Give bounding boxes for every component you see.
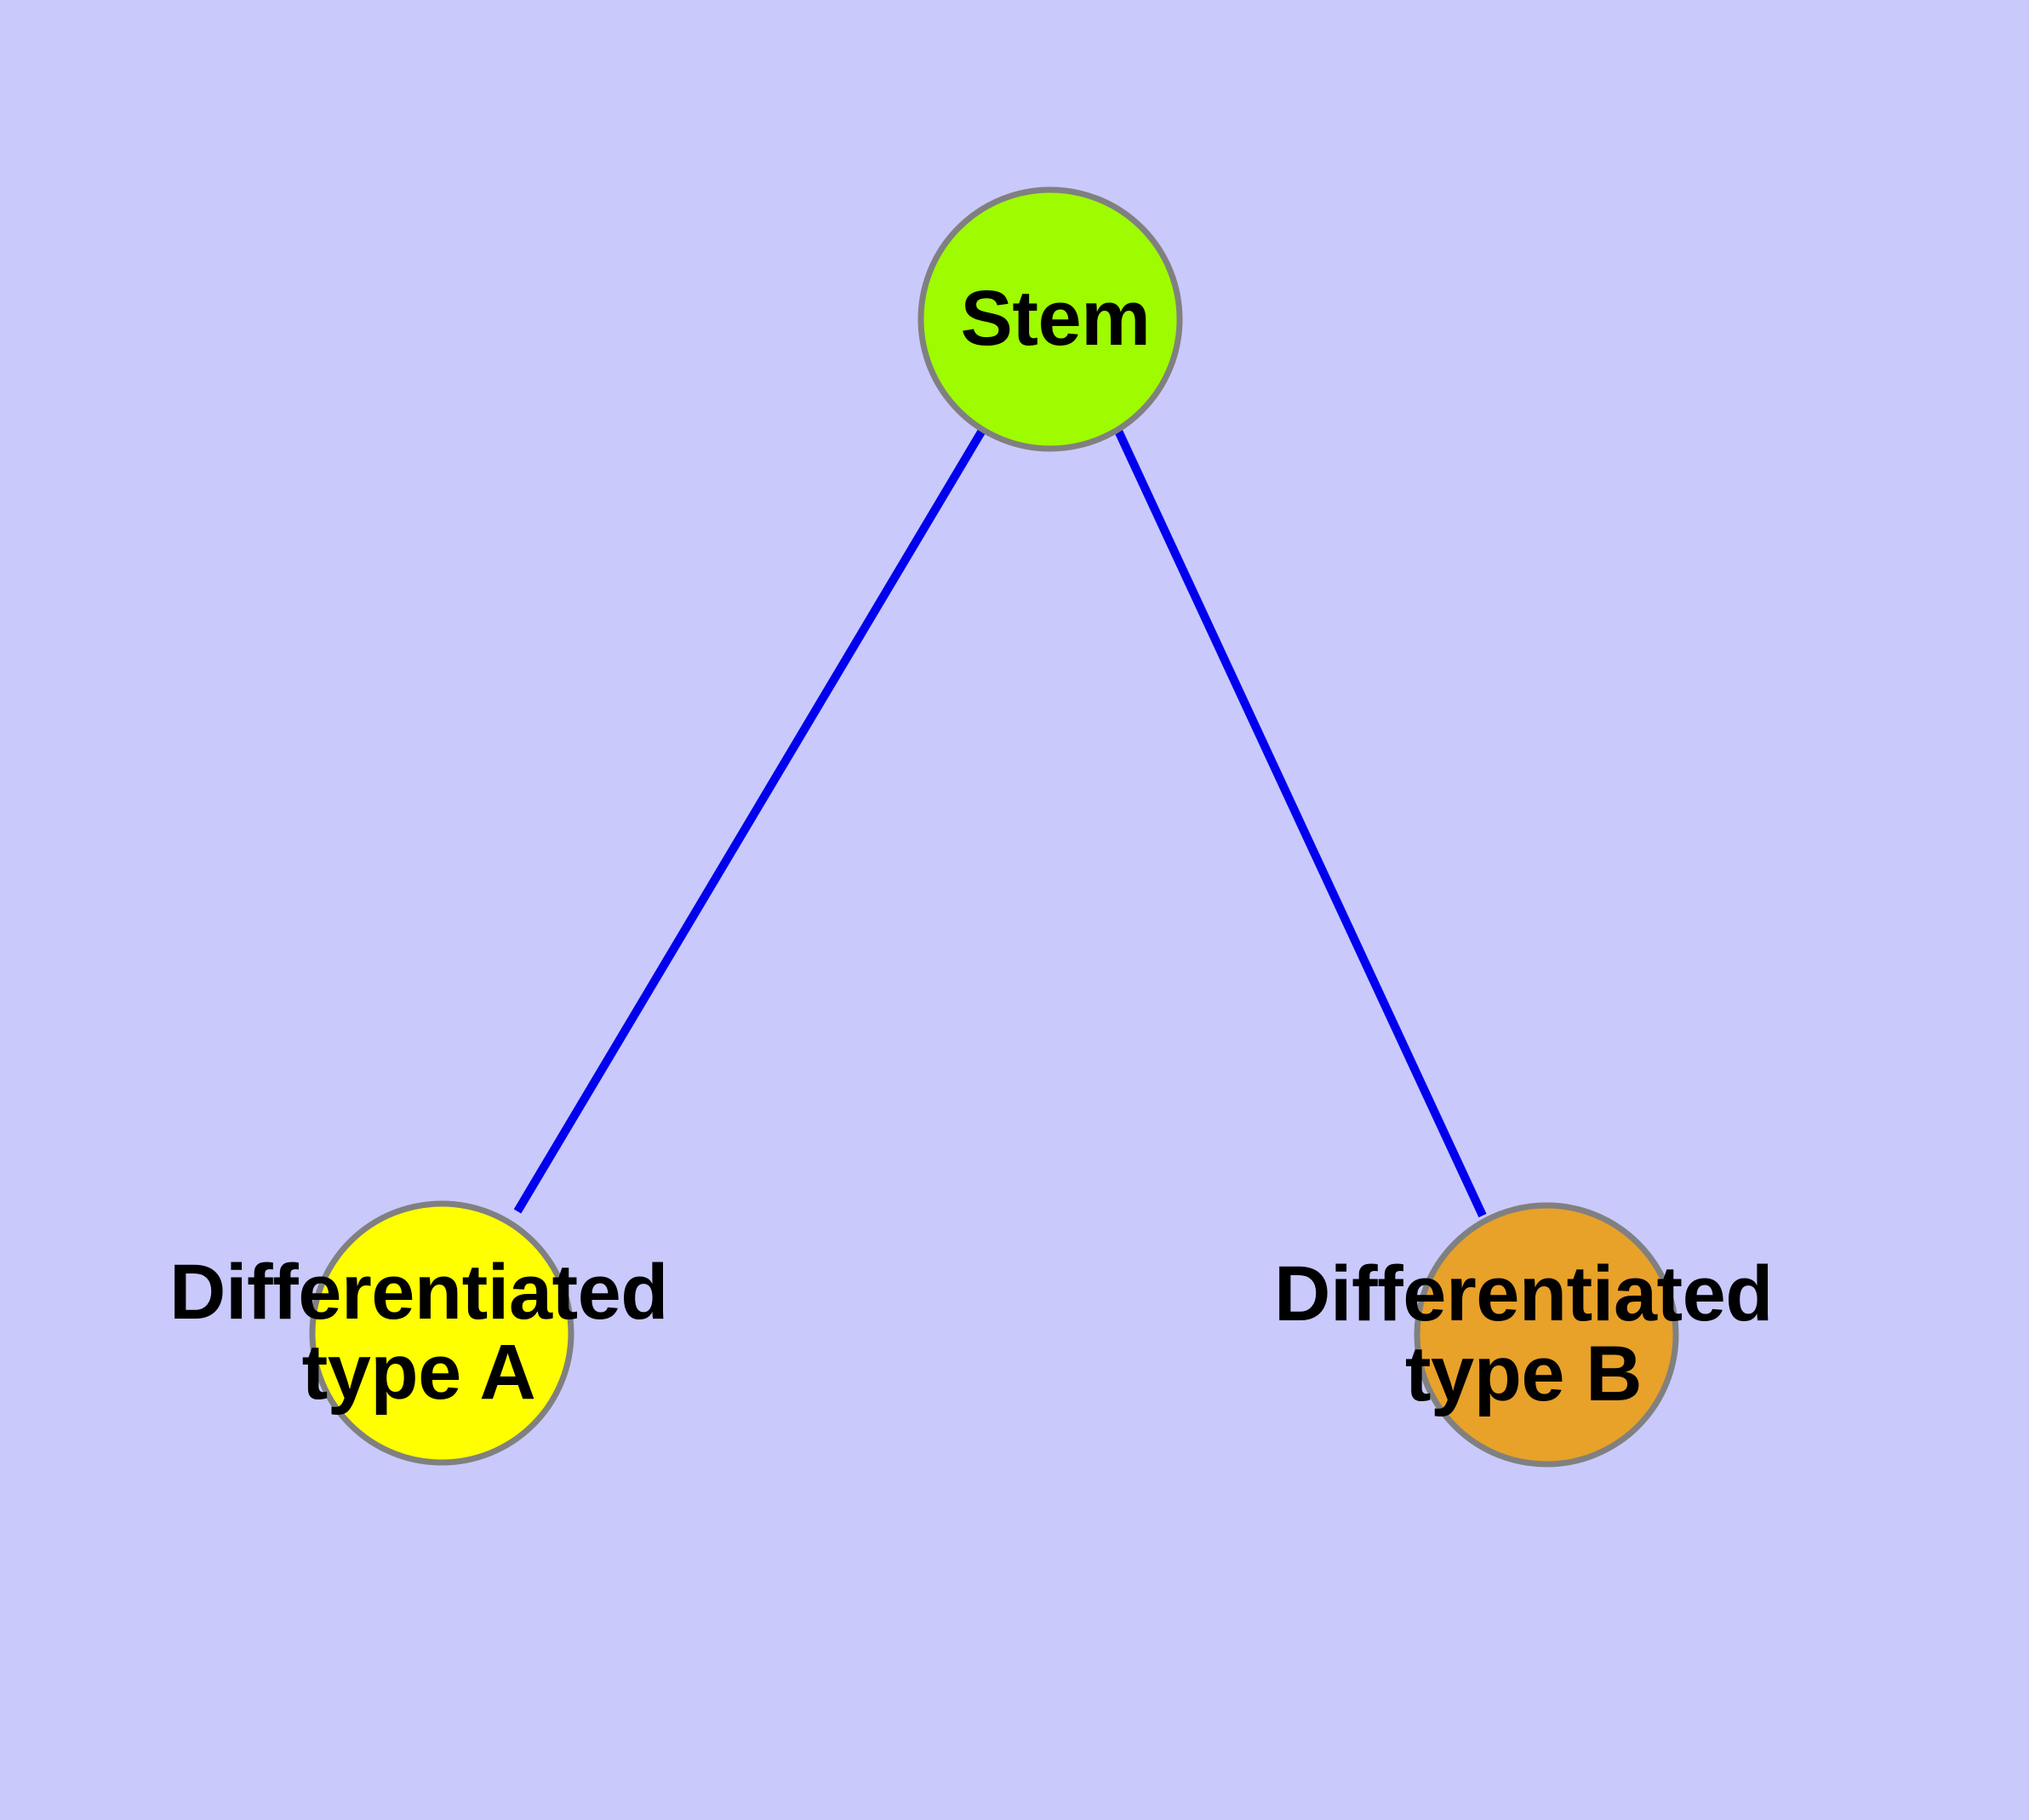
node-differentiated-type-a[interactable]	[309, 1200, 574, 1466]
node-stem[interactable]	[917, 186, 1183, 452]
edge-stem-to-differentiated-b	[1113, 426, 1487, 1218]
node-differentiated-type-b[interactable]	[1414, 1202, 1679, 1468]
edge-layer	[513, 426, 1487, 1218]
edge-stem-to-differentiated-a	[513, 426, 987, 1214]
node-layer	[309, 186, 1679, 1468]
